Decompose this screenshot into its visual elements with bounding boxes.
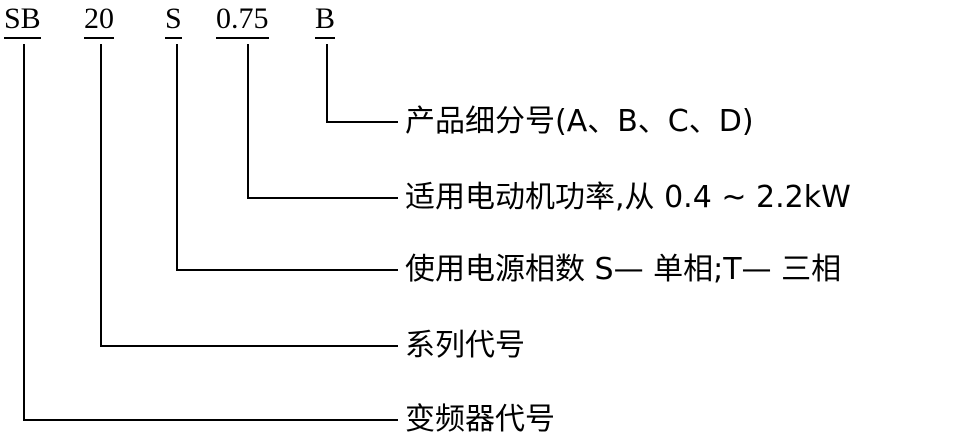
connector-phase [176, 44, 398, 271]
code-s: S [165, 2, 182, 39]
code-20: 20 [84, 2, 114, 39]
label-product-subnumber: 产品细分号(A、B、C、D) [405, 104, 754, 139]
code-0-75: 0.75 [216, 2, 269, 39]
code-b: B [315, 2, 336, 39]
connector-motor-power [247, 44, 398, 199]
connector-inverter [23, 44, 398, 421]
label-phase: 使用电源相数 S— 单相;T— 三相 [405, 252, 842, 287]
label-inverter: 变频器代号 [405, 402, 555, 437]
connector-product-subnumber [326, 44, 398, 123]
label-series: 系列代号 [405, 328, 525, 363]
label-motor-power: 适用电动机功率,从 0.4 ~ 2.2kW [405, 180, 851, 215]
connector-series [100, 44, 398, 347]
code-sb: SB [4, 2, 41, 39]
